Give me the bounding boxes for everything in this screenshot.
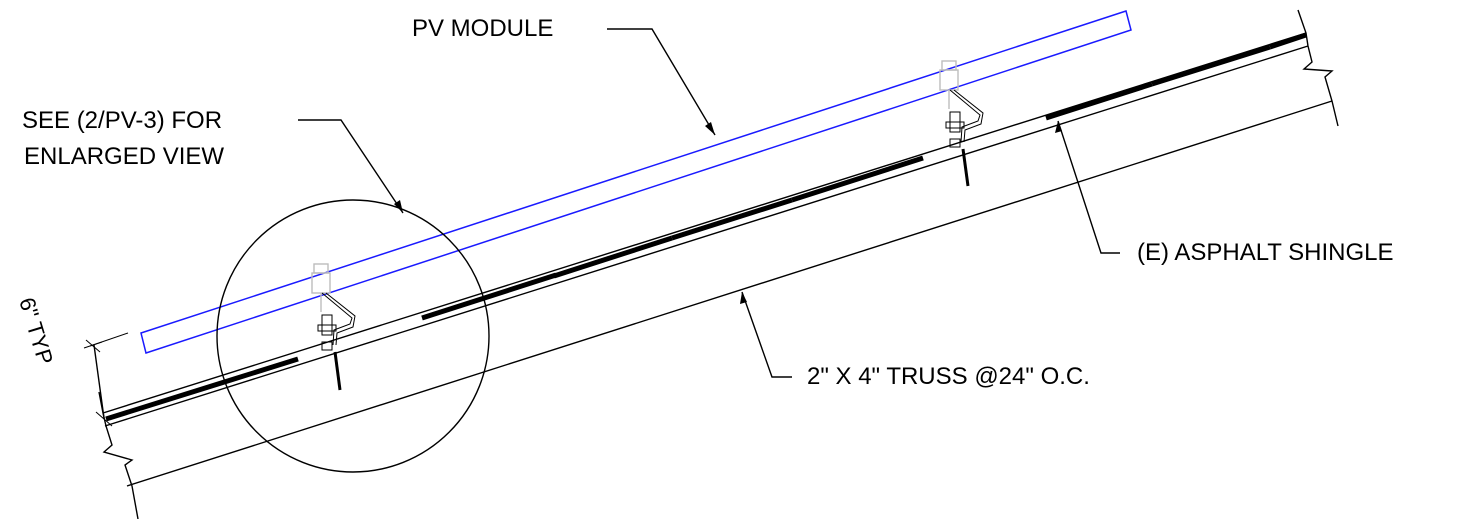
pv-module-label: PV MODULE (412, 15, 554, 42)
pv-module-leader (607, 28, 716, 136)
truss-leader (740, 291, 792, 378)
detail-callout-circle (216, 199, 490, 473)
asphalt-shingle-leader (1055, 120, 1120, 254)
right-break-line (1297, 9, 1339, 127)
right-mount-assembly (939, 60, 984, 187)
asphalt-shingle-label: (E) ASPHALT SHINGLE (1137, 239, 1394, 266)
detail-reference-leader (298, 119, 404, 214)
left-mount-assembly (311, 263, 356, 391)
truss-label: 2" X 4" TRUSS @24" O.C. (807, 363, 1090, 390)
pv-module-outline (140, 10, 1132, 354)
asphalt-shingles (105, 32, 1307, 422)
detail-reference-label-line1: SEE (2/PV-3) FOR (22, 107, 223, 134)
detail-reference-label-line2: ENLARGED VIEW (24, 143, 225, 170)
typ-dimension-line (83, 332, 129, 427)
